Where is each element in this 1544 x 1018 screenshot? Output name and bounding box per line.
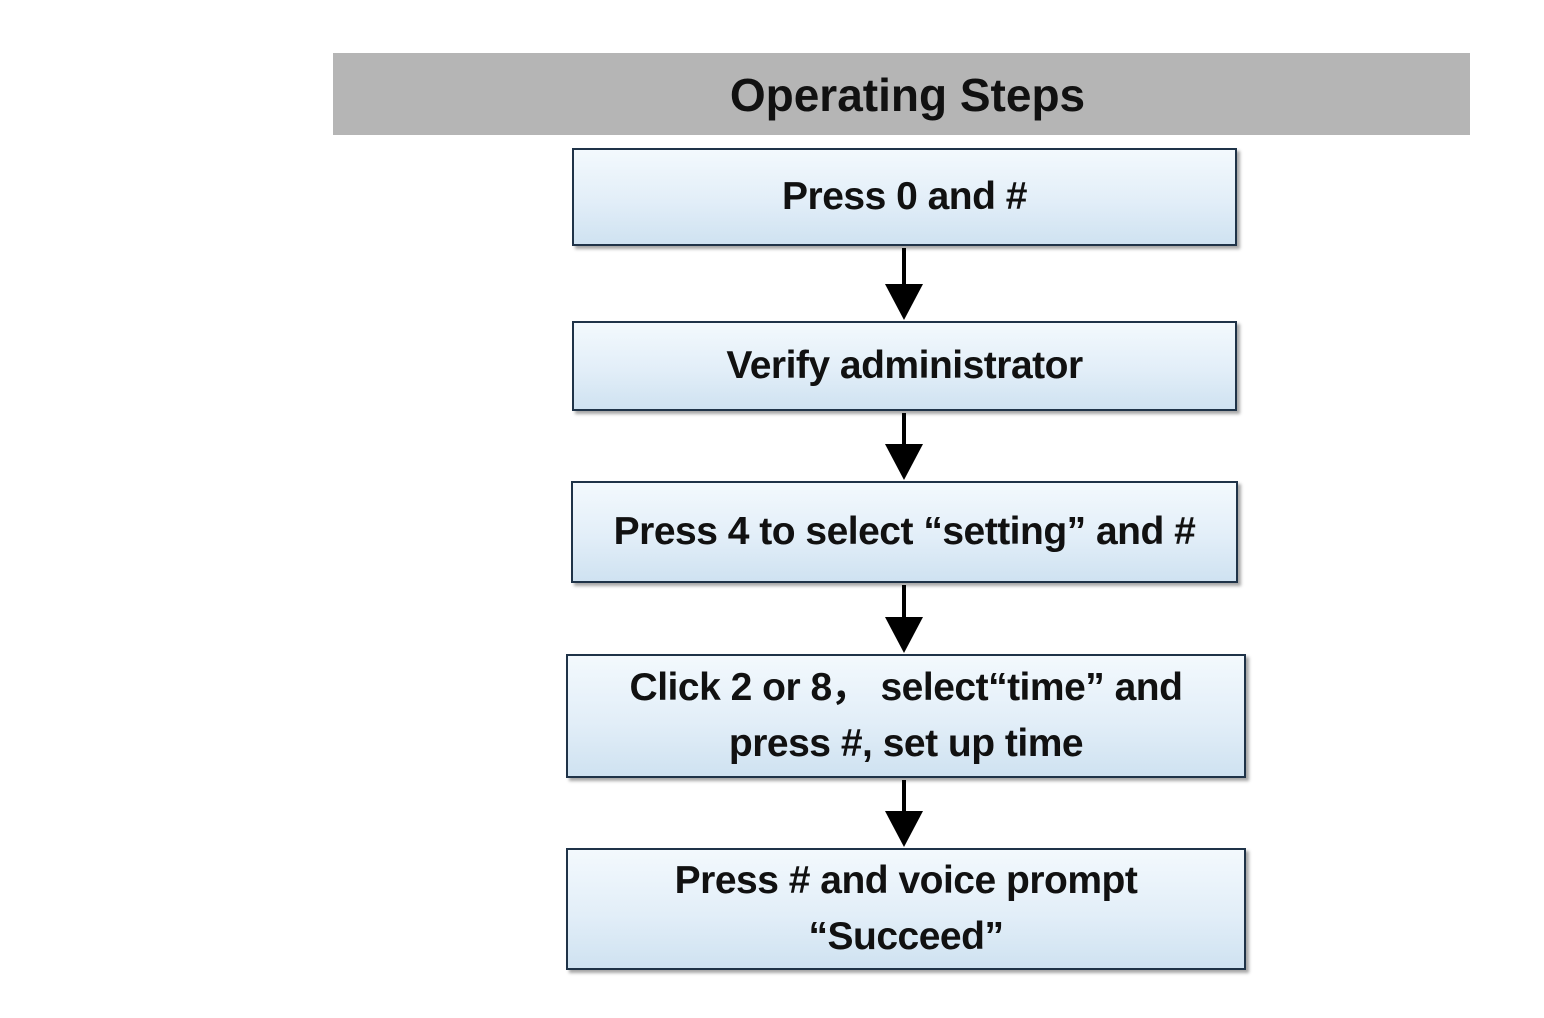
flow-step-5: Press # and voice prompt “Succeed”	[566, 848, 1246, 970]
flow-step-2: Verify administrator	[572, 321, 1237, 411]
header-bar: Operating Steps	[333, 53, 1470, 135]
flow-step-1: Press 0 and #	[572, 148, 1237, 246]
page-title: Operating Steps	[333, 53, 1470, 135]
arrow-2	[885, 413, 923, 480]
flow-step-3: Press 4 to select “setting” and #	[571, 481, 1238, 583]
arrow-3	[885, 585, 923, 653]
arrow-1	[885, 248, 923, 320]
arrow-4	[885, 780, 923, 847]
page-title-text: Operating Steps	[729, 69, 1086, 121]
flow-step-4: Click 2 or 8， select“time” and press #, …	[566, 654, 1246, 778]
